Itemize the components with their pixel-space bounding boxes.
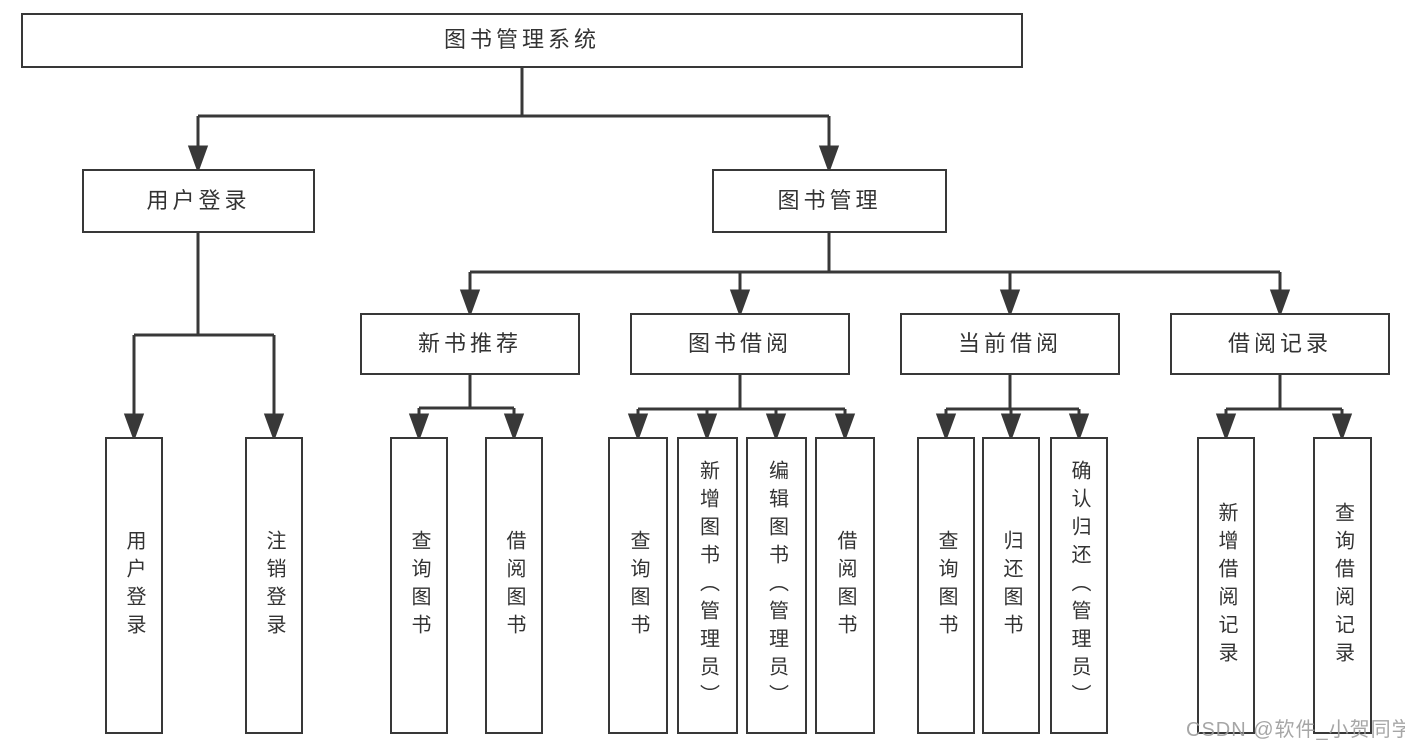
node-book-management: 图书管理 (712, 169, 947, 233)
node-borrow-records: 借阅记录 (1170, 313, 1390, 375)
leaf-query-books-current: 查询图书 (917, 437, 975, 734)
leaf-return-book: 归还图书 (982, 437, 1040, 734)
leaf-query-borrow-record: 查询借阅记录 (1313, 437, 1372, 734)
csdn-watermark: CSDN @软件_小贺同学 (1186, 719, 1405, 741)
leaf-confirm-return-admin: 确认归还（管理员） (1050, 437, 1108, 734)
leaf-edit-book-admin: 编辑图书（管理员） (746, 437, 807, 734)
leaf-borrow-books-recommend: 借阅图书 (485, 437, 543, 734)
leaf-add-borrow-record: 新增借阅记录 (1197, 437, 1255, 734)
leaf-add-book-admin: 新增图书（管理员） (677, 437, 738, 734)
arrowheads (123, 116, 1353, 442)
leaf-user-login: 用户登录 (105, 437, 163, 734)
node-user-login: 用户登录 (82, 169, 315, 233)
node-new-book-recommend: 新书推荐 (360, 313, 580, 375)
leaf-query-books-recommend: 查询图书 (390, 437, 448, 734)
leaf-query-books-borrow: 查询图书 (608, 437, 668, 734)
node-root: 图书管理系统 (21, 13, 1023, 68)
leaf-borrow-books-borrow: 借阅图书 (815, 437, 875, 734)
node-book-borrow: 图书借阅 (630, 313, 850, 375)
leaf-logout: 注销登录 (245, 437, 303, 734)
node-current-borrow: 当前借阅 (900, 313, 1120, 375)
